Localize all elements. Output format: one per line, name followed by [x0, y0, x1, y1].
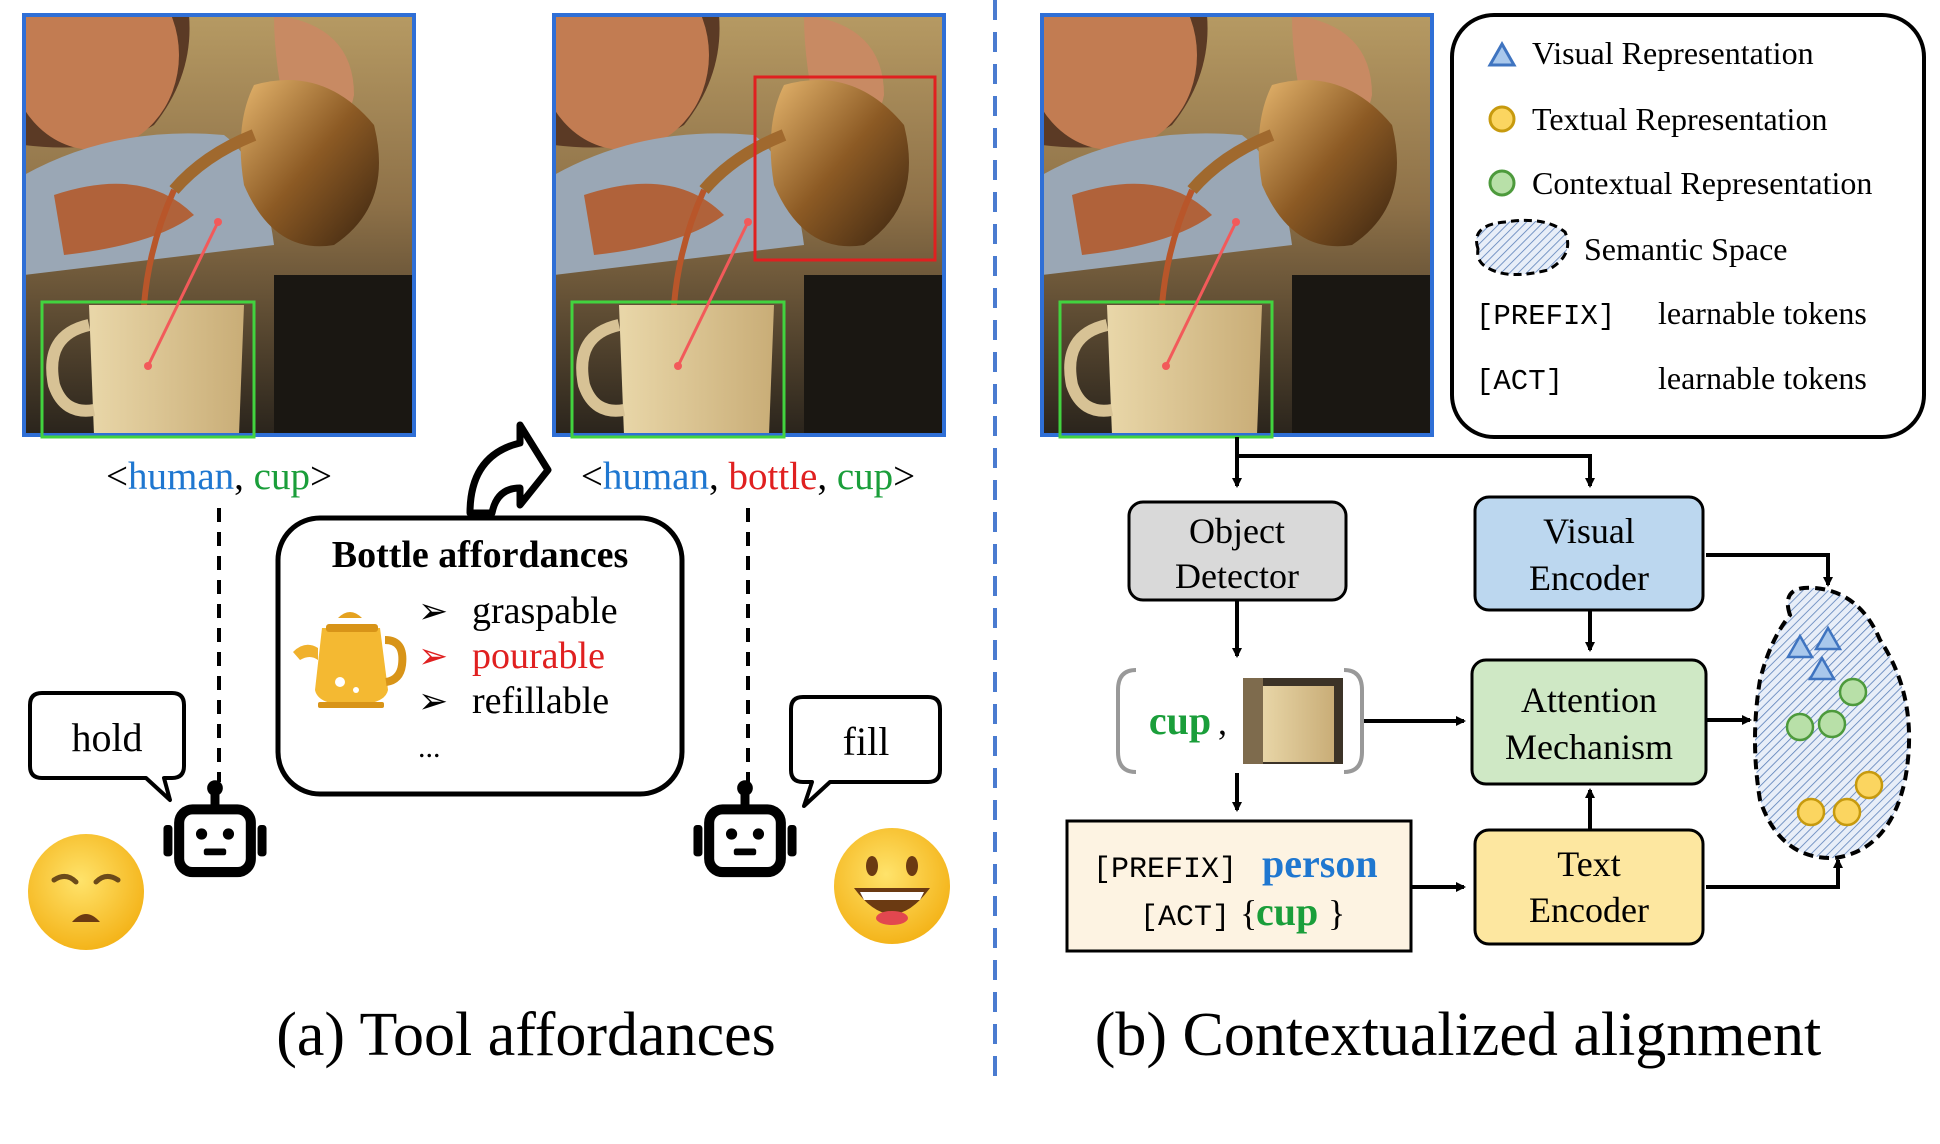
legend-visual-label: Visual Representation: [1532, 35, 1814, 71]
caption-a: (a) Tool affordances: [276, 1001, 775, 1069]
affordance-ellipsis: ...: [418, 731, 441, 764]
affordance-title: Bottle affordances: [332, 534, 629, 576]
sad-face-emoji-icon: [28, 834, 144, 950]
affordance-item: refillable: [472, 680, 609, 722]
legend-prefix-token: [PREFIX]: [1476, 300, 1615, 333]
legend-box: Visual Representation Textual Representa…: [1450, 13, 1926, 439]
legend-act-token: [ACT]: [1476, 365, 1563, 398]
semantic-space-blob: [1753, 585, 1912, 861]
visual-encoder-label-line1: Visual: [1543, 511, 1635, 551]
semantic-space-blob-icon: [1475, 218, 1570, 276]
detected-object-label: cup: [1149, 698, 1211, 743]
affordance-box: Bottle affordances ➢ graspable ➢ pourabl…: [275, 515, 685, 797]
interaction-line-b: [1164, 221, 1238, 367]
interaction-point: [744, 218, 752, 226]
textual-token-circle-icon: [1854, 770, 1884, 800]
interaction-line-left: [146, 221, 220, 367]
object-detector-label-line1: Object: [1189, 511, 1285, 551]
interaction-point: [674, 362, 682, 370]
photo-left-frame: [22, 13, 416, 437]
legend-semantic-label: Semantic Space: [1584, 231, 1787, 267]
bbox-cup-left: [40, 300, 256, 439]
attention-mechanism-node: Attention Mechanism: [1470, 658, 1708, 786]
affordance-arrow-icon: ➢: [418, 681, 448, 721]
speech-bubble-left: hold: [28, 691, 186, 802]
text-encoder-label-line2: Encoder: [1529, 890, 1649, 930]
caption-b: (b) Contextualized alignment: [1095, 1001, 1822, 1069]
contextual-representation-circle-icon: [1488, 169, 1516, 197]
legend-prefix-desc: learnable tokens: [1658, 295, 1867, 331]
curved-arrow-icon: [466, 421, 552, 517]
text-encoder-node: Text Encoder: [1473, 828, 1705, 946]
happy-face-emoji-icon: [834, 828, 950, 944]
prompt-template-box: [PREFIX] person [ACT] { cup }: [1065, 819, 1413, 953]
triplet-right: <human, bottle, cup>: [581, 455, 915, 498]
visual-token-triangle-icon: [1785, 633, 1815, 659]
photo-b-frame: [1040, 13, 1434, 437]
interaction-point: [144, 362, 152, 370]
visual-token-triangle-icon: [1807, 655, 1837, 681]
affordance-item-highlighted: pourable: [472, 635, 605, 677]
photo-right-frame: [552, 13, 946, 437]
prompt-brace-close: }: [1328, 893, 1345, 933]
interaction-point: [1232, 218, 1240, 226]
textual-token-circle-icon: [1832, 797, 1862, 827]
triplet-left: <human, cup>: [106, 455, 332, 498]
contextual-token-circle-icon: [1785, 712, 1815, 742]
prompt-person-word: person: [1262, 841, 1378, 886]
attention-label-line2: Mechanism: [1505, 727, 1673, 767]
textual-token-circle-icon: [1796, 797, 1826, 827]
contextual-token-circle-icon: [1838, 677, 1868, 707]
panel-b: Visual Representation Textual Representa…: [1040, 13, 1926, 1069]
contextual-token-circle-icon: [1817, 709, 1847, 739]
prompt-cup-word: cup: [1256, 889, 1318, 934]
interaction-point: [214, 218, 222, 226]
interaction-point: [1162, 362, 1170, 370]
attention-label-line1: Attention: [1521, 680, 1657, 720]
legend-contextual-label: Contextual Representation: [1532, 165, 1872, 201]
visual-encoder-label-line2: Encoder: [1529, 558, 1649, 598]
bubble-text-right: fill: [843, 719, 890, 764]
robot-icon: [163, 780, 266, 872]
bbox-cup-b: [1058, 300, 1274, 439]
affordance-arrow-icon: ➢: [418, 636, 448, 676]
textual-representation-circle-icon: [1488, 105, 1516, 133]
visual-token-triangle-icon: [1813, 625, 1843, 651]
speech-bubble-right: fill: [789, 695, 942, 808]
prompt-act-token: [ACT]: [1140, 901, 1230, 935]
photo-right: [552, 13, 946, 439]
prompt-brace-open: {: [1240, 893, 1257, 933]
legend-act-desc: learnable tokens: [1658, 360, 1867, 396]
visual-encoder-node: Visual Encoder: [1473, 495, 1705, 612]
detected-object-comma: ,: [1218, 702, 1227, 742]
photo-panel-b: [1040, 13, 1434, 439]
text-encoder-label-line1: Text: [1557, 844, 1620, 884]
bubble-text-left: hold: [71, 715, 142, 760]
object-detector-label-line2: Detector: [1175, 556, 1299, 596]
visual-representation-triangle-icon: [1487, 40, 1517, 67]
prompt-prefix-token: [PREFIX]: [1093, 853, 1237, 887]
detected-object-group: cup ,: [1116, 668, 1364, 774]
affordance-arrow-icon: ➢: [418, 591, 448, 631]
kettle-icon: [293, 612, 407, 708]
bbox-bottle-right: [753, 75, 937, 262]
flow-connectors: [1232, 437, 1843, 892]
cup-crop-thumbnail: [1243, 678, 1343, 764]
affordance-item: graspable: [472, 590, 618, 632]
interaction-line-right: [676, 221, 750, 367]
photo-left: [22, 13, 416, 439]
legend-textual-label: Textual Representation: [1532, 101, 1827, 137]
panel-a: <human, cup> <human, bottle, cup> Bottle…: [22, 13, 950, 1069]
robot-icon: [693, 780, 796, 872]
object-detector-node: Object Detector: [1127, 500, 1348, 602]
bbox-cup-right: [570, 300, 786, 439]
